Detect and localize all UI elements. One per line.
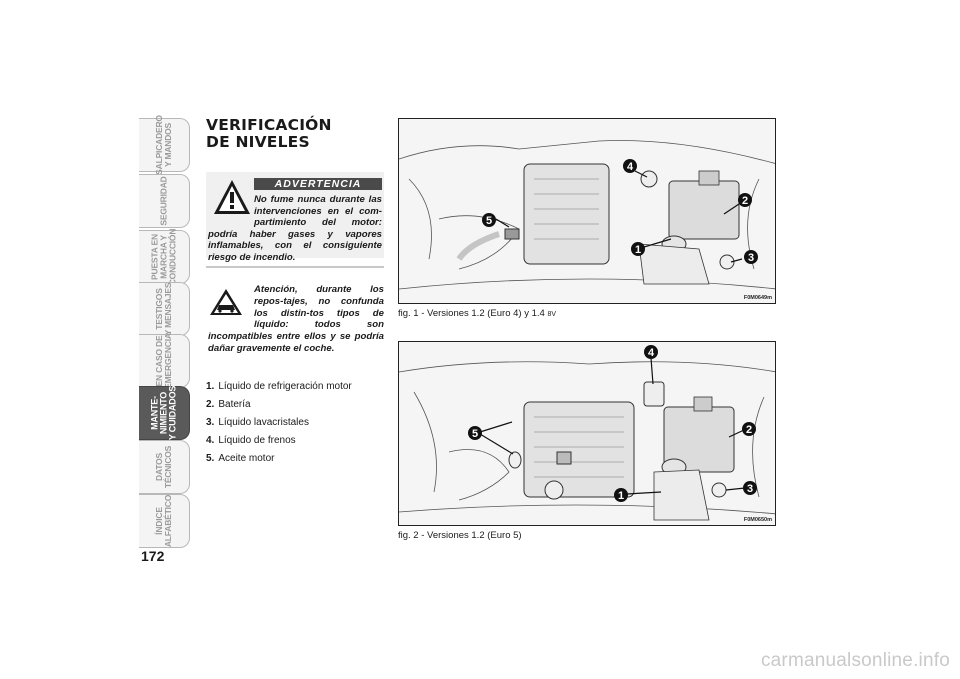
callout-1: 1 — [635, 244, 641, 256]
callout-3: 3 — [748, 252, 754, 264]
tab-label: EN CASO DE EMERGENCIA — [154, 333, 173, 389]
tab-datos-tecnicos[interactable]: DATOS TÉCNICOS — [139, 440, 190, 494]
legend-item: 2.Batería — [206, 396, 386, 414]
legend-label: Líquido de refrigeración motor — [218, 381, 352, 392]
tab-indice[interactable]: ÍNDICE ALFABÉTICO — [139, 494, 190, 548]
tab-label: PUESTA EN MARCHA Y CONDUCCIÓN — [149, 228, 178, 286]
tab-label: SALPICADERO Y MANDOS — [154, 115, 173, 175]
legend-number: 2. — [206, 399, 215, 410]
note-text: Atención, durante los repos-tajes, no co… — [208, 284, 384, 355]
callout-3: 3 — [747, 483, 753, 495]
legend-item: 5.Aceite motor — [206, 450, 386, 468]
warning-text-content: No fume nunca durante las intervenciones… — [208, 194, 382, 263]
warning-box: ADVERTENCIA No fume nunca durante las in… — [206, 172, 384, 263]
legend-number: 3. — [206, 417, 215, 428]
tab-label: DATOS TÉCNICOS — [154, 445, 173, 489]
tab-label: TESTIGOS Y MENSAJES — [154, 282, 173, 336]
callout-1: 1 — [618, 490, 624, 502]
callout-2: 2 — [742, 195, 748, 207]
note-text-content: Atención, durante los repos-tajes, no co… — [208, 284, 384, 354]
engine-illustration-fig1: 1 2 3 4 5 F0M0649m — [398, 118, 776, 304]
caption-suffix: 8V — [547, 311, 556, 318]
callout-5: 5 — [486, 215, 492, 227]
legend-label: Líquido lavacristales — [218, 417, 309, 428]
tab-puesta-en-marcha[interactable]: PUESTA EN MARCHA Y CONDUCCIÓN — [139, 228, 190, 286]
caption-text: fig. 2 - Versiones 1.2 (Euro 5) — [398, 530, 522, 541]
figure-code: F0M0650m — [743, 517, 772, 523]
legend-label: Aceite motor — [218, 453, 275, 464]
section-title: VERIFICACIÓN DE NIVELES — [206, 116, 332, 151]
tab-mantenimiento[interactable]: MANTE- NIMIENTO Y CUIDADOS — [139, 386, 190, 440]
tab-label: ÍNDICE ALFABÉTICO — [154, 494, 173, 548]
warning-text: No fume nunca durante las intervenciones… — [208, 194, 382, 263]
warning-triangle-icon — [214, 180, 250, 214]
legend-label: Líquido de frenos — [218, 435, 296, 446]
callout-5: 5 — [472, 428, 478, 440]
legend-item: 1.Líquido de refrigeración motor — [206, 378, 386, 396]
figure-caption: fig. 2 - Versiones 1.2 (Euro 5) — [398, 530, 522, 541]
component-legend: 1.Líquido de refrigeración motor 2.Bater… — [206, 378, 386, 468]
note-box: Atención, durante los repos-tajes, no co… — [206, 280, 384, 354]
callout-4: 4 — [627, 161, 634, 173]
legend-item: 4.Líquido de frenos — [206, 432, 386, 450]
caption-text: fig. 1 - Versiones 1.2 (Euro 4) y 1.4 — [398, 308, 545, 319]
legend-label: Batería — [218, 399, 251, 410]
tab-label: SEGURIDAD — [158, 176, 169, 226]
figure-code: F0M0649m — [743, 295, 772, 301]
divider — [206, 266, 384, 268]
legend-number: 4. — [206, 435, 215, 446]
engine-bay-drawing: 1 2 3 4 5 — [399, 345, 775, 521]
callout-4: 4 — [648, 347, 655, 359]
legend-number: 1. — [206, 381, 215, 392]
callout-2: 2 — [746, 424, 752, 436]
engine-bay-drawing: 1 2 3 4 5 — [399, 140, 775, 290]
tab-testigos[interactable]: TESTIGOS Y MENSAJES — [139, 282, 190, 336]
engine-illustration-fig2: 1 2 3 4 5 F0M0650m — [398, 341, 776, 526]
watermark: carmanualsonline.info — [760, 650, 950, 671]
page-number: 172 — [141, 548, 165, 564]
figure-caption: fig. 1 - Versiones 1.2 (Euro 4) y 1.4 8V — [398, 308, 556, 319]
tab-emergencia[interactable]: EN CASO DE EMERGENCIA — [139, 333, 190, 389]
warning-header: ADVERTENCIA — [254, 178, 382, 190]
car-caution-icon — [210, 289, 242, 315]
tab-salpicadero[interactable]: SALPICADERO Y MANDOS — [139, 115, 190, 175]
legend-item: 3.Líquido lavacristales — [206, 414, 386, 432]
legend-number: 5. — [206, 453, 215, 464]
tab-seguridad[interactable]: SEGURIDAD — [139, 174, 190, 228]
tab-label: MANTE- NIMIENTO Y CUIDADOS — [149, 385, 178, 441]
